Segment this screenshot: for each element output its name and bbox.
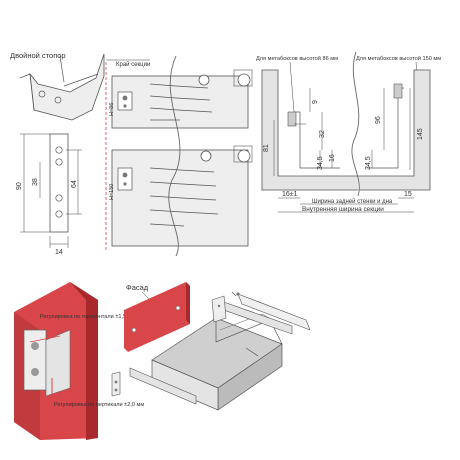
adj-vertical-label: Регулировка по вертикали ±2,0 мм [54, 402, 144, 408]
dim-38: 38 [32, 178, 39, 186]
plate-hole [55, 146, 63, 154]
section-edge-label: Край секции [116, 61, 150, 68]
inner-width-label: Внутренняя ширина секции [302, 206, 384, 213]
dim-14: 14 [55, 249, 63, 256]
dim-9: 9 [312, 100, 319, 104]
for-150-label: Для метабоксов высотой 150 мм [356, 55, 441, 62]
dim-81: 81 [263, 144, 270, 152]
dim-16: 16 [329, 154, 336, 162]
dim-34-5-right: 34,5 [365, 156, 372, 170]
side-rail-diagrams: Край секции H=86 H=150 [105, 55, 253, 257]
mounting-plate-drawing: 90 38 64 14 [16, 133, 82, 256]
dim-64: 64 [71, 180, 78, 188]
dim-96: 96 [375, 116, 382, 124]
facade-panel [124, 282, 190, 352]
plate-hole [55, 210, 63, 218]
adjuster-bracket [23, 329, 47, 391]
plate-hole [55, 194, 63, 202]
double-stop-label: Двойной стопор [10, 51, 66, 60]
mounting-plate [49, 133, 69, 233]
dim-90: 90 [16, 182, 23, 190]
rail-h86 [111, 75, 249, 129]
double-stop-detail: Двойной стопор [10, 51, 105, 121]
h86-label: H=86 [109, 103, 115, 116]
adj-horizontal-label: Регулировка по горизонтали ±1,5 мм [40, 314, 136, 320]
h150-label: H=150 [109, 184, 115, 200]
cross-section-drawing: Для метабоксов высотой 86 мм Для метабок… [256, 51, 441, 213]
dim-16-1: 16±1 [282, 191, 298, 198]
dim-15: 15 [404, 191, 412, 198]
for-86-label: Для метабоксов высотой 86 мм [256, 55, 338, 62]
side-rail-left [129, 367, 197, 405]
cabinet-frame [261, 69, 431, 191]
dim-32: 32 [319, 130, 326, 138]
exploded-drawer-view: Фасад [111, 282, 311, 411]
facade-adjustment-detail: Регулировка по горизонтали ±1,5 мм Регул… [14, 282, 144, 440]
dim-145: 145 [417, 128, 424, 140]
plate-hole [55, 158, 63, 166]
facade-label: Фасад [126, 283, 149, 292]
rear-width-label: Ширина задней стенки и дна [312, 198, 393, 205]
dim-34-5-left: 34,5 [317, 156, 324, 170]
